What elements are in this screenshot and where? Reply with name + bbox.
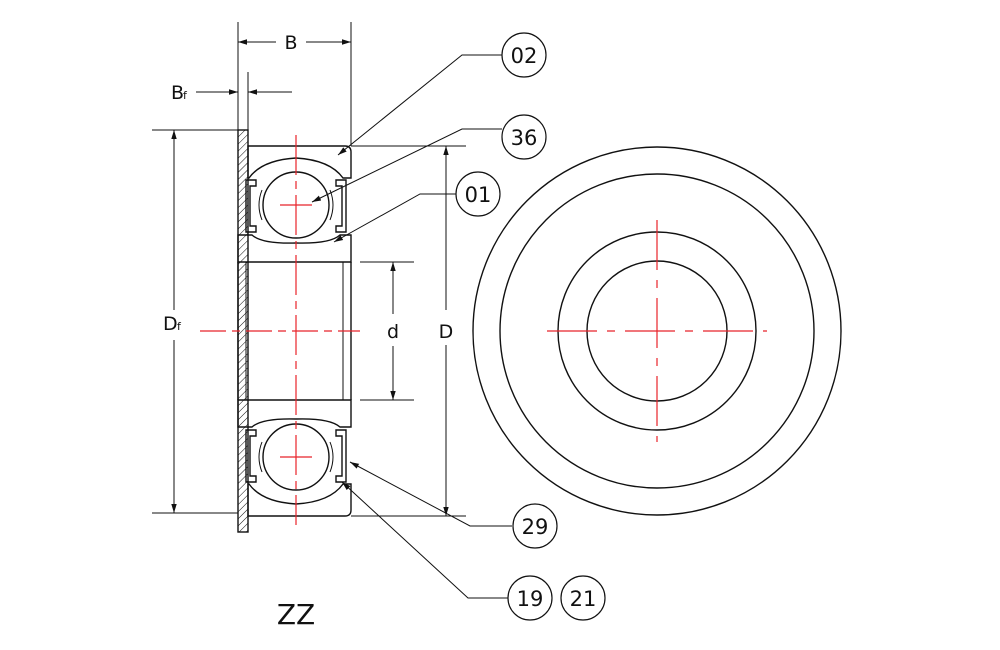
front-view <box>472 146 842 516</box>
shield-right-bottom <box>335 429 347 483</box>
shield-left-bottom <box>245 429 257 483</box>
inner-ring-top <box>237 234 352 263</box>
callout-29-text: 29 <box>522 515 549 539</box>
dim-Bf-subscript: f <box>183 89 188 102</box>
dim-Df-label: D <box>163 313 178 335</box>
callout-01-bubble <box>455 171 501 217</box>
dim-d-label: d <box>387 321 399 343</box>
dim-B-label: B <box>284 32 297 54</box>
inner-ring-bottom <box>237 399 352 428</box>
dim-Bf-label: B <box>171 82 184 104</box>
callout-36-text: 36 <box>511 126 538 150</box>
callout-19-text: 19 <box>517 587 544 611</box>
callout-02-text: 02 <box>511 44 538 68</box>
variant-label: ZZ <box>277 598 315 631</box>
outer-ring-top <box>247 145 352 179</box>
cage-right-bottom <box>329 441 334 473</box>
callout-29-bubble <box>512 503 558 549</box>
cage-left-bottom <box>258 441 263 473</box>
callout-36-bubble <box>501 114 547 160</box>
callouts: 02 36 01 29 19 21 <box>311 32 606 621</box>
section-view <box>200 129 360 533</box>
callout-21-text: 21 <box>570 587 597 611</box>
shield-left-top <box>245 179 257 233</box>
outer-ring-outline <box>499 173 815 489</box>
callout-19-bubble <box>507 575 553 621</box>
cage-right-top <box>329 189 334 221</box>
flange-outline <box>472 146 842 516</box>
dim-D-label: D <box>439 321 454 343</box>
dim-Df-subscript: f <box>177 320 182 333</box>
callout-01-text: 01 <box>465 183 492 207</box>
dimensions: B B f D f D d <box>152 22 466 517</box>
callout-21-bubble <box>560 575 606 621</box>
cage-left-top <box>258 189 263 221</box>
shield-right-top <box>335 179 347 233</box>
outer-ring-bottom <box>247 483 352 517</box>
callout-02-bubble <box>501 32 547 78</box>
